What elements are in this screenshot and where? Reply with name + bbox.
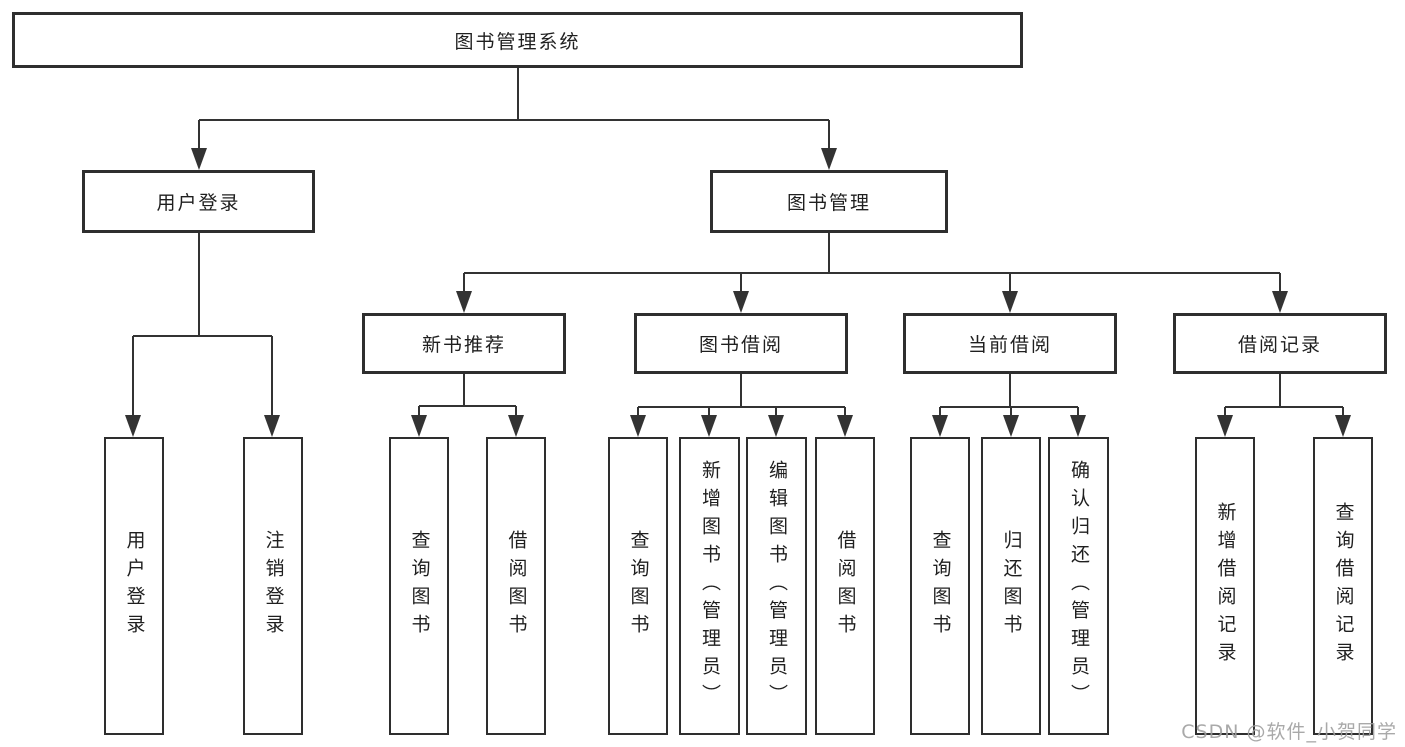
leaf-rec-borrow-book: 借阅图书 bbox=[486, 437, 546, 735]
leaf-user-login-label: 用户登录 bbox=[123, 530, 146, 642]
leaf-logout: 注销登录 bbox=[243, 437, 303, 735]
node-book-borrow: 图书借阅 bbox=[634, 313, 848, 374]
csdn-watermark: CSDN @软件_小贺同学 bbox=[1181, 721, 1397, 743]
leaf-cb-return-book: 归还图书 bbox=[981, 437, 1041, 735]
node-book-management: 图书管理 bbox=[710, 170, 948, 233]
leaf-br-query-record: 查询借阅记录 bbox=[1313, 437, 1373, 735]
leaf-bb-borrow-book-label: 借阅图书 bbox=[834, 530, 857, 642]
node-new-book-recommend-label: 新书推荐 bbox=[421, 334, 506, 356]
node-new-book-recommend: 新书推荐 bbox=[362, 313, 566, 374]
node-current-borrow-label: 当前借阅 bbox=[967, 334, 1052, 356]
node-library-system: 图书管理系统 bbox=[12, 12, 1023, 68]
leaf-br-add-record: 新增借阅记录 bbox=[1195, 437, 1255, 735]
node-book-borrow-label: 图书借阅 bbox=[698, 334, 783, 356]
leaf-bb-edit-book-admin-label: 编辑图书（管理员） bbox=[766, 460, 788, 712]
leaf-bb-query-book-label: 查询图书 bbox=[627, 530, 650, 642]
leaf-br-query-record-label: 查询借阅记录 bbox=[1332, 502, 1355, 670]
leaf-logout-label: 注销登录 bbox=[262, 530, 285, 642]
connector-arrowheads bbox=[125, 148, 1351, 437]
leaf-bb-borrow-book: 借阅图书 bbox=[815, 437, 875, 735]
leaf-rec-query-book-label: 查询图书 bbox=[408, 530, 431, 642]
node-user-login-label: 用户登录 bbox=[156, 192, 241, 214]
leaf-cb-confirm-return-admin: 确认归还（管理员） bbox=[1048, 437, 1109, 735]
node-borrow-record: 借阅记录 bbox=[1173, 313, 1387, 374]
node-book-management-label: 图书管理 bbox=[786, 192, 871, 214]
leaf-rec-query-book: 查询图书 bbox=[389, 437, 449, 735]
leaf-bb-add-book-admin: 新增图书（管理员） bbox=[679, 437, 740, 735]
node-current-borrow: 当前借阅 bbox=[903, 313, 1117, 374]
leaf-bb-edit-book-admin: 编辑图书（管理员） bbox=[746, 437, 807, 735]
leaf-cb-confirm-return-admin-label: 确认归还（管理员） bbox=[1068, 460, 1090, 712]
leaf-cb-return-book-label: 归还图书 bbox=[1000, 530, 1023, 642]
node-user-login: 用户登录 bbox=[82, 170, 315, 233]
leaf-br-add-record-label: 新增借阅记录 bbox=[1214, 502, 1237, 670]
leaf-user-login: 用户登录 bbox=[104, 437, 164, 735]
node-borrow-record-label: 借阅记录 bbox=[1237, 334, 1322, 356]
leaf-bb-add-book-admin-label: 新增图书（管理员） bbox=[699, 460, 721, 712]
connector-edges bbox=[132, 68, 1344, 417]
leaf-rec-borrow-book-label: 借阅图书 bbox=[505, 530, 528, 642]
leaf-cb-query-book: 查询图书 bbox=[910, 437, 970, 735]
leaf-cb-query-book-label: 查询图书 bbox=[929, 530, 952, 642]
node-library-system-label: 图书管理系统 bbox=[454, 30, 581, 53]
leaf-bb-query-book: 查询图书 bbox=[608, 437, 668, 735]
